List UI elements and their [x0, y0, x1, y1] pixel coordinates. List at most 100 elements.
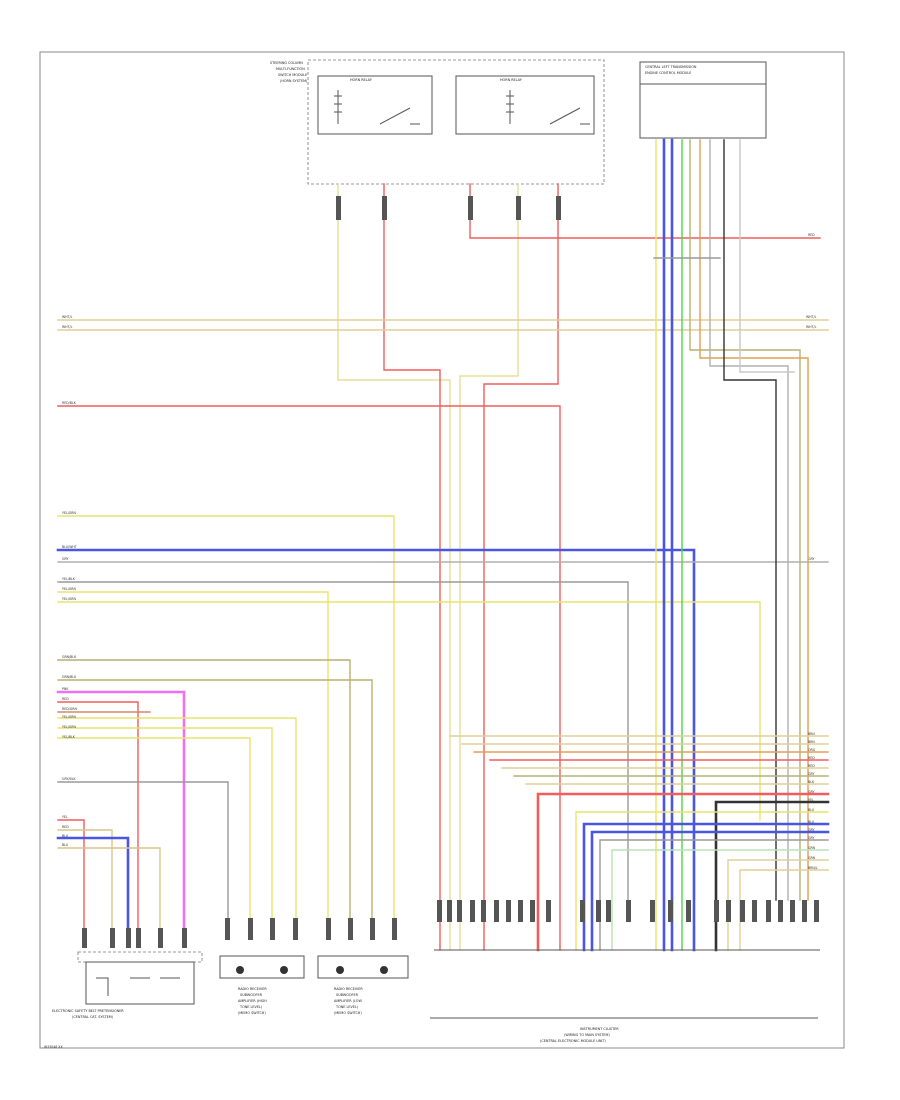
steering-switch-module: STEERING COLUMN MULTI-FUNCTION SWITCH MO… [270, 59, 605, 185]
bottom-mid-1-caption-3: AMPLIFIER (HIGH [238, 999, 267, 1003]
label-right-15: GRN [808, 856, 816, 860]
label-block-c-4: YEL/GRN [62, 715, 76, 719]
wire-bundle-orange [699, 139, 809, 901]
wire-right-14 [611, 849, 829, 951]
bottom-mid-module-1: RADIO RECEIVER SUBWOOFER AMPLIFIER (HIGH… [219, 955, 305, 1015]
label-right-2: BRN [808, 740, 815, 744]
wire-block-a-3 [57, 601, 761, 821]
label-block-e-3: BLU [62, 834, 69, 838]
label-red-left: RED/BLK [62, 401, 77, 405]
label-gray-right: GRY [808, 557, 814, 561]
wire-bundle-black [723, 139, 777, 901]
bottom-right-caption-1: INSTRUMENT CLUSTER [580, 1027, 619, 1031]
wire-bundle-olive [689, 139, 801, 901]
bottom-mid-2-caption-4: TONE LEVEL) [335, 1005, 359, 1009]
wire-block-e-4 [57, 847, 161, 931]
label-right-8: GRY [808, 790, 814, 794]
label-row1-left: WHT/L [62, 315, 73, 319]
label-block-e-1: YEL [62, 815, 68, 819]
wire-red-1 [383, 183, 441, 951]
label-gray-left: GRY [62, 557, 68, 561]
bottom-left-module: ELECTRONIC SAFETY BELT PRETENSIONER (CEN… [52, 951, 203, 1019]
label-right-12: GRY [808, 828, 814, 832]
wire-block-a-2 [57, 591, 329, 921]
top-right-module-caption-2: ENGINE CONTROL MODULE [645, 71, 691, 75]
top-right-module: CENTRAL LEFT TRANSMISSION ENGINE CONTROL… [639, 61, 767, 139]
wire-bundle-gray [709, 139, 789, 901]
label-right-9: YEL [808, 798, 814, 802]
wire-blue-h [56, 548, 696, 952]
label-row2-left: WHT/L [62, 325, 73, 329]
label-block-e-2: RED [62, 825, 69, 829]
bottom-left-caption-2: (CENTRAL CAT. SYSTEM) [72, 1015, 114, 1019]
label-block-a-2: YEL/GRN [62, 587, 76, 591]
horn-relay-left-switch [379, 107, 420, 125]
label-right-6: GRY [808, 772, 814, 776]
bottom-mid-2-caption-1: RADIO RECEIVER [334, 987, 363, 991]
horn-relay-left: HORN RELAY [317, 75, 433, 135]
terminal-row-left [82, 928, 187, 948]
horn-relay-right-caption: HORN RELAY [500, 78, 523, 82]
bottom-mid-2-caption-5: (MEMO SWITCH) [334, 1011, 362, 1015]
bottom-right-module: INSTRUMENT CLUSTER (WIRING TO MAIN SYSTE… [430, 949, 820, 1043]
label-right-3: ORG [808, 748, 816, 752]
wire-red-top [469, 183, 821, 239]
label-right-11: BLU [808, 820, 815, 824]
label-right-4: RED [808, 756, 815, 760]
steering-switch-caption-1: STEERING COLUMN [270, 61, 303, 65]
wire-right-11 [582, 822, 830, 952]
wire-block-c-6 [57, 737, 251, 921]
terminal-row-top [336, 196, 561, 220]
label-block-c-2: RED [62, 697, 69, 701]
wire-right-13 [599, 839, 829, 951]
label-right-14: GRN [808, 846, 816, 850]
bottom-mid-2-caption-3: AMPLIFIER (LOW [334, 999, 362, 1003]
label-right-7: BLK [808, 780, 815, 784]
bottom-mid-2-caption-2: SUBWOOFER [336, 993, 359, 997]
label-block-c-5: YEL/GRN [62, 725, 76, 729]
bottom-right-caption-3: (CENTRAL ELECTRONIC MODULE UNIT) [540, 1039, 606, 1043]
label-top-right-red: RED [808, 233, 815, 237]
label-block-c-3: RED/GRN [62, 707, 77, 711]
wire-block-e-1 [57, 819, 85, 931]
label-right-10: BLU [808, 808, 815, 812]
label-right-13: GRY [808, 836, 814, 840]
steering-switch-caption-3: SWITCH MODULE [278, 73, 307, 77]
horn-relay-right: HORN RELAY [455, 75, 595, 135]
wire-block-b-1 [57, 659, 351, 921]
wire-block-c-2 [57, 701, 139, 931]
diagram-ref-code: W33048 XX [44, 1045, 63, 1049]
label-right-5: RED [808, 764, 815, 768]
wire-right-12 [590, 830, 830, 952]
bottom-mid-1-caption-4: TONE LEVEL) [239, 1005, 263, 1009]
wire-red-2 [483, 183, 559, 951]
horn-relay-right-switch [549, 107, 590, 125]
bottom-left-caption-1: ELECTRONIC SAFETY BELT PRETENSIONER [52, 1009, 124, 1013]
terminal-row-bottom [437, 900, 819, 922]
horn-relay-left-caption: HORN RELAY [350, 78, 373, 82]
bottom-right-caption-2: (WIRING TO MAIN SYSTEM) [564, 1033, 610, 1037]
wire-tan-1 [337, 183, 451, 951]
bottom-mid-module-2: RADIO RECEIVER SUBWOOFER AMPLIFIER (LOW … [317, 955, 409, 1015]
top-right-module-caption-1: CENTRAL LEFT TRANSMISSION [645, 65, 697, 69]
label-block-c-6: YEL/BLK [62, 735, 76, 739]
bottom-mid-1-caption-2: SUBWOOFER [240, 993, 263, 997]
bottom-mid-1-caption-5: (MEMO SWITCH) [238, 1011, 266, 1015]
steering-switch-caption-4: (HORN SYSTEM) [280, 79, 308, 83]
label-block-a-3: YEL/GRN [62, 597, 76, 601]
right-labels: BRN BRN ORG RED RED GRY BLK GRY YEL BLU … [808, 732, 818, 870]
wire-tan-2 [459, 183, 519, 951]
wire-block-d [57, 781, 229, 921]
diagram-frame [39, 51, 845, 1049]
wire-right-10 [575, 811, 829, 951]
label-block-c-1: PNK [62, 687, 69, 691]
terminal-row-mid [225, 918, 397, 940]
label-block-e-4: BLU [62, 843, 69, 847]
label-block-d: GRY/BLK [62, 777, 76, 781]
label-right-16: BRN/L [808, 866, 818, 870]
horn-relay-right-coil [506, 90, 514, 124]
wire-block-c-4 [57, 717, 297, 921]
wire-block-c-1 [56, 690, 186, 932]
wire-right-8 [536, 792, 830, 952]
